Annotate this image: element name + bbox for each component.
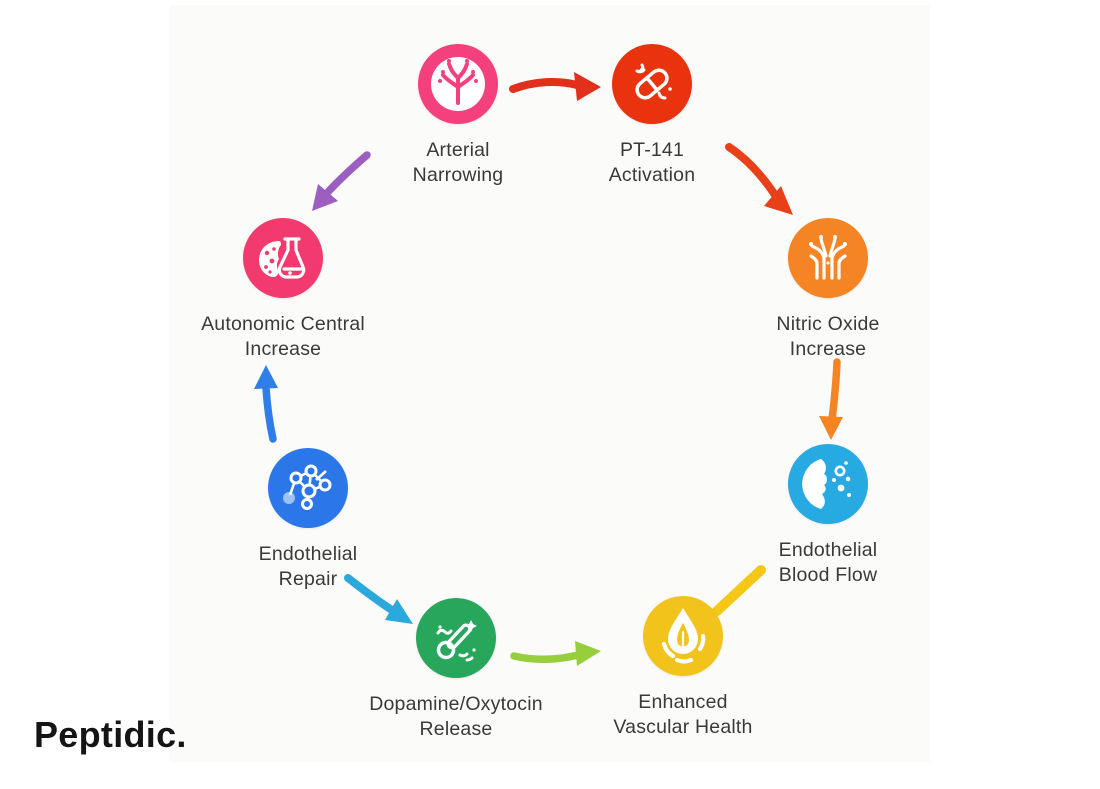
node-label-endothelial-blood-flow: Endothelial Blood Flow xyxy=(778,539,878,586)
content-panel xyxy=(170,5,930,762)
fountain-icon xyxy=(788,218,868,298)
droplet-leaf-icon xyxy=(643,596,723,676)
network-icon xyxy=(268,448,348,528)
brain-flask-icon xyxy=(243,218,323,298)
node-endothelial-repair: Endothelial Repair xyxy=(198,448,418,592)
tree-icon xyxy=(418,44,498,124)
peptide-vial-icon xyxy=(612,44,692,124)
node-dopamine-oxytocin-release: Dopamine/Oxytocin Release xyxy=(346,598,566,742)
node-pt-141-activation: PT-141 Activation xyxy=(542,44,762,188)
node-endothelial-blood-flow: Endothelial Blood Flow xyxy=(718,444,938,588)
node-arterial-narrowing: Arterial Narrowing xyxy=(348,44,568,188)
node-label-endothelial-repair: Endothelial Repair xyxy=(258,543,358,590)
node-label-dopamine-oxytocin-release: Dopamine/Oxytocin Release xyxy=(369,693,543,740)
node-label-arterial-narrowing: Arterial Narrowing xyxy=(412,139,504,186)
node-autonomic-central-increase: Autonomic Central Increase xyxy=(173,218,393,362)
node-enhanced-vascular-health: Enhanced Vascular Health xyxy=(573,596,793,740)
node-label-autonomic-central-increase: Autonomic Central Increase xyxy=(201,313,365,360)
node-label-nitric-oxide-increase: Nitric Oxide Increase xyxy=(776,313,880,360)
face-molecules-icon xyxy=(788,444,868,524)
peptidic-logo: Peptidic. xyxy=(34,714,187,755)
node-nitric-oxide-increase: Nitric Oxide Increase xyxy=(718,218,938,362)
node-label-pt-141-activation: PT-141 Activation xyxy=(608,139,696,186)
node-label-enhanced-vascular-health: Enhanced Vascular Health xyxy=(613,691,753,738)
molecule-wave-icon xyxy=(416,598,496,678)
